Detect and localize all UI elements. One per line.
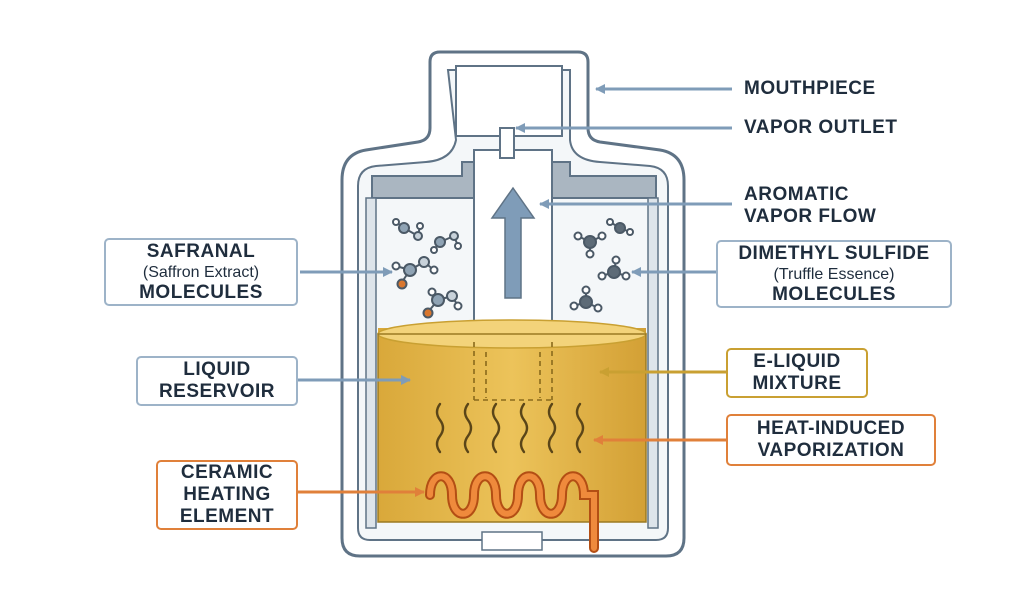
ceramic-line-2: HEATING <box>183 484 271 505</box>
label-e-liquid-box: E-LIQUID MIXTURE <box>726 348 868 398</box>
molecule-2 <box>430 231 462 254</box>
dimethyl-subtitle: (Truffle Essence) <box>773 265 895 283</box>
label-aromatic-vapor-flow: AROMATIC VAPOR FLOW <box>744 184 876 228</box>
chimney-outlet-tip <box>499 127 515 159</box>
mouthpiece-opening <box>455 65 563 137</box>
liquid-reservoir-line-2: RESERVOIR <box>158 381 276 402</box>
dimethyl-sulfide-molecules <box>569 218 634 313</box>
right-side-wall <box>647 197 659 529</box>
ceramic-line-1: CERAMIC <box>180 462 274 483</box>
safranal-molecules <box>391 218 463 319</box>
label-heat-vaporization-box: HEAT-INDUCED VAPORIZATION <box>726 414 936 466</box>
liquid-reservoir-line-1: LIQUID <box>183 359 251 380</box>
dimethyl-title: DIMETHYL SULFIDE <box>738 242 930 264</box>
molecule-7 <box>597 255 631 281</box>
safranal-title: SAFRANAL <box>146 240 256 262</box>
e-liquid-line-2: MIXTURE <box>752 373 842 394</box>
liquid-reservoir-outline <box>377 333 647 523</box>
vapor-flow-arrow <box>490 186 536 299</box>
label-vapor-outlet: VAPOR OUTLET <box>744 117 898 138</box>
molecule-4 <box>422 287 463 319</box>
label-aromatic-line-2: VAPOR FLOW <box>744 206 877 227</box>
label-dimethyl-sulfide-box: DIMETHYL SULFIDE (Truffle Essence) MOLEC… <box>716 240 952 308</box>
label-liquid-reservoir-box: LIQUID RESERVOIR <box>136 356 298 406</box>
safranal-subtitle: (Saffron Extract) <box>142 263 260 281</box>
label-ceramic-heating-box: CERAMIC HEATING ELEMENT <box>156 460 298 530</box>
heat-line-2: VAPORIZATION <box>757 440 905 461</box>
left-side-wall <box>365 197 377 529</box>
molecule-5 <box>573 231 607 259</box>
molecule-8 <box>569 285 603 313</box>
dimethyl-tail: MOLECULES <box>772 283 896 305</box>
heat-line-1: HEAT-INDUCED <box>756 418 906 439</box>
ceramic-line-3: ELEMENT <box>179 506 275 527</box>
label-mouthpiece: MOUTHPIECE <box>744 78 876 99</box>
submerged-chimney <box>473 342 553 400</box>
heat-waves <box>435 402 585 454</box>
label-safranal-box: SAFRANAL (Saffron Extract) MOLECULES <box>104 238 298 306</box>
molecule-6 <box>606 218 634 236</box>
molecule-3 <box>391 256 439 290</box>
label-aromatic-line-1: AROMATIC <box>744 184 849 205</box>
molecule-1 <box>392 218 424 241</box>
bottom-vent <box>481 531 543 551</box>
safranal-tail: MOLECULES <box>139 281 263 303</box>
e-liquid-line-1: E-LIQUID <box>753 351 841 372</box>
